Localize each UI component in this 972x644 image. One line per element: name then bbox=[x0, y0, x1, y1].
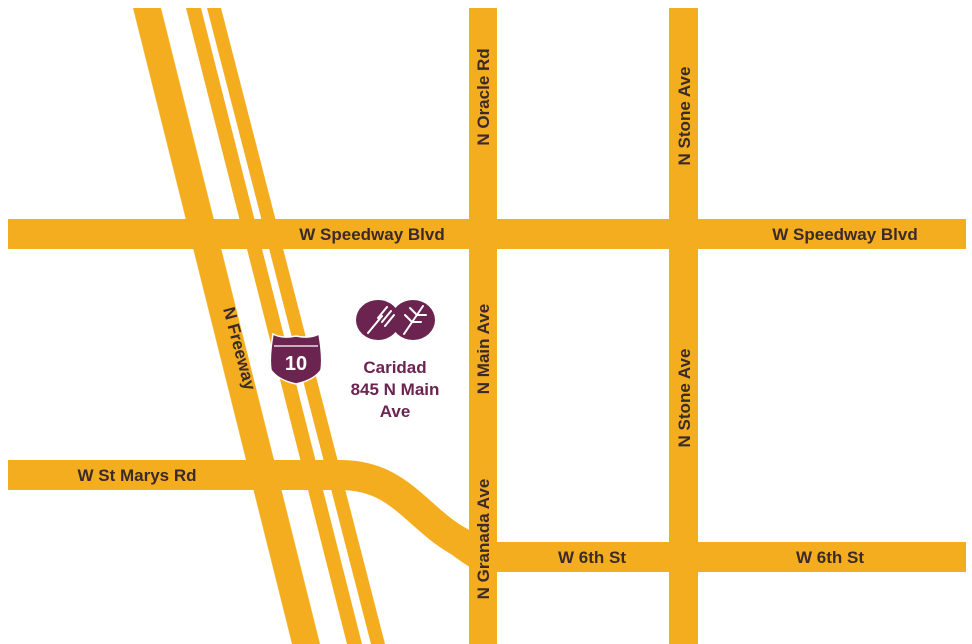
poi-name: Caridad bbox=[363, 358, 426, 377]
label-n-stone-ave-north: N Stone Ave bbox=[675, 67, 694, 166]
poi-address-line1: 845 N Main bbox=[351, 380, 440, 399]
label-n-main-ave: N Main Ave bbox=[474, 304, 493, 394]
road-network bbox=[8, 8, 966, 644]
label-w-6th-st-west: W 6th St bbox=[558, 548, 626, 567]
n-stone-ave-road bbox=[669, 8, 698, 644]
fork-and-wheat-logo-icon bbox=[356, 300, 435, 340]
label-n-stone-ave-south: N Stone Ave bbox=[675, 349, 694, 448]
label-w-speedway-blvd-west: W Speedway Blvd bbox=[299, 225, 444, 244]
n-oracle-main-granada-road bbox=[469, 8, 497, 644]
caridad-poi: Caridad 845 N Main Ave bbox=[351, 300, 440, 421]
poi-address-line2: Ave bbox=[380, 402, 411, 421]
label-n-oracle-rd: N Oracle Rd bbox=[474, 48, 493, 145]
interstate-number: 10 bbox=[285, 353, 307, 375]
label-w-speedway-blvd-east: W Speedway Blvd bbox=[772, 225, 917, 244]
label-w-st-marys-rd: W St Marys Rd bbox=[77, 466, 196, 485]
label-w-6th-st-east: W 6th St bbox=[796, 548, 864, 567]
interstate-10-shield: 10 bbox=[269, 332, 323, 385]
label-n-granada-ave: N Granada Ave bbox=[474, 479, 493, 600]
